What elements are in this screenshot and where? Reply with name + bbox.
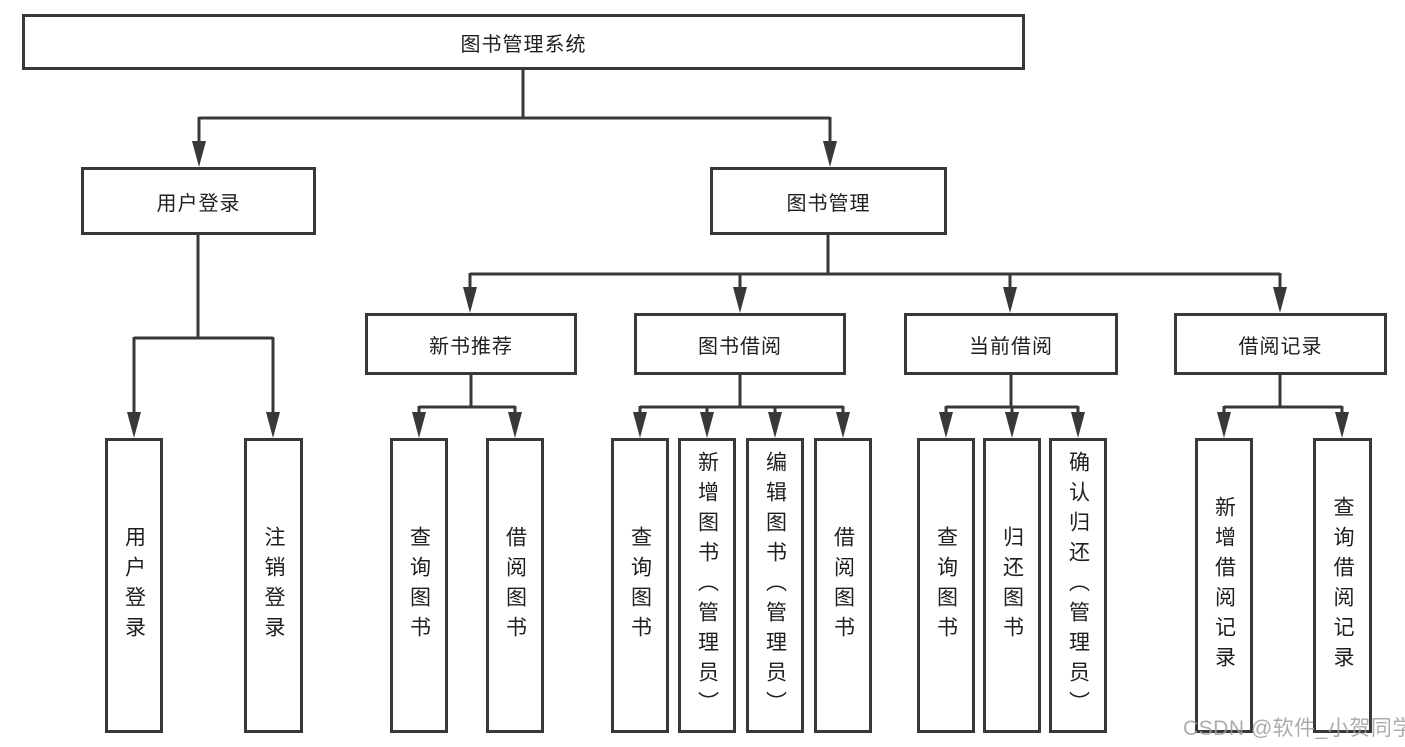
- leaf-query-book-2: 查询图书: [611, 438, 669, 733]
- node-label: 图书管理: [786, 192, 871, 215]
- node-label: 借阅图书: [503, 525, 527, 646]
- node-user-login-module: 用户登录: [81, 167, 316, 235]
- node-label: 归还图书: [1000, 525, 1024, 646]
- node-label: 用户登录: [156, 192, 241, 215]
- node-label: 当前借阅: [969, 335, 1053, 358]
- arrowhead-icon: [1217, 412, 1231, 438]
- connector-book-mgmt-trunk: [470, 235, 1280, 276]
- node-label: 查询借阅记录: [1331, 495, 1354, 676]
- arrowhead-icon: [939, 412, 953, 438]
- arrowhead-icon: [823, 141, 837, 167]
- leaf-user-login: 用户登录: [105, 438, 163, 733]
- node-label: 注销登录: [262, 525, 285, 646]
- arrowhead-icon: [633, 412, 647, 438]
- arrowhead-icon: [1335, 412, 1349, 438]
- arrowhead-icon: [1003, 287, 1017, 313]
- node-label: 确认归还（管理员）: [1066, 450, 1090, 721]
- leaf-query-book-1: 查询图书: [390, 438, 448, 733]
- node-label: 查询图书: [934, 525, 958, 646]
- node-new-book-recommend: 新书推荐: [365, 313, 577, 375]
- node-borrow-record: 借阅记录: [1174, 313, 1387, 375]
- arrowhead-icon: [733, 287, 747, 313]
- arrowhead-icon: [1273, 287, 1287, 313]
- leaf-confirm-return-admin: 确认归还（管理员）: [1049, 438, 1107, 733]
- leaf-borrow-book-1: 借阅图书: [486, 438, 544, 733]
- leaf-return-book: 归还图书: [983, 438, 1041, 733]
- arrowhead-icon: [192, 141, 206, 167]
- node-label: 新增借阅记录: [1212, 495, 1236, 676]
- node-label: 借阅记录: [1238, 335, 1323, 358]
- leaf-borrow-book-2: 借阅图书: [814, 438, 872, 733]
- leaf-add-book-admin: 新增图书（管理员）: [678, 438, 736, 733]
- arrowhead-icon: [508, 412, 522, 438]
- leaf-query-book-3: 查询图书: [917, 438, 975, 733]
- leaf-logout: 注销登录: [244, 438, 303, 733]
- node-label: 借阅图书: [831, 525, 855, 646]
- leaf-edit-book-admin: 编辑图书（管理员）: [746, 438, 804, 733]
- leaf-add-borrow-record: 新增借阅记录: [1195, 438, 1253, 733]
- arrowhead-icon: [266, 412, 280, 438]
- node-label: 图书管理系统: [460, 33, 587, 56]
- connector-record-trunk: [1224, 375, 1342, 409]
- node-label: 图书借阅: [698, 335, 782, 358]
- arrowhead-icon: [412, 412, 426, 438]
- leaf-query-borrow-record: 查询借阅记录: [1313, 438, 1372, 733]
- connector-root-trunk: [199, 70, 830, 120]
- arrowhead-icon: [768, 412, 782, 438]
- node-label: 查询图书: [628, 525, 652, 646]
- arrowhead-icon: [700, 412, 714, 438]
- node-current-borrow: 当前借阅: [904, 313, 1118, 375]
- node-label: 新增图书（管理员）: [695, 450, 719, 721]
- node-label: 编辑图书（管理员）: [763, 450, 787, 721]
- arrowhead-icon: [1071, 412, 1085, 438]
- node-book-borrow: 图书借阅: [634, 313, 846, 375]
- connector-new-book-trunk: [419, 375, 515, 409]
- node-label: 新书推荐: [429, 335, 513, 358]
- arrowhead-icon: [1005, 412, 1019, 438]
- node-label: 查询图书: [407, 525, 431, 646]
- node-root-library-system: 图书管理系统: [22, 14, 1025, 70]
- arrowhead-icon: [463, 287, 477, 313]
- connector-user-login-trunk: [134, 235, 273, 340]
- node-book-management-module: 图书管理: [710, 167, 947, 235]
- arrowhead-icon: [836, 412, 850, 438]
- connector-current-trunk: [946, 375, 1078, 409]
- connector-borrow-trunk: [640, 375, 843, 409]
- arrowhead-icon: [127, 412, 141, 438]
- node-label: 用户登录: [122, 525, 146, 646]
- csdn-watermark: CSDN @软件_小贺同学: [1183, 717, 1405, 740]
